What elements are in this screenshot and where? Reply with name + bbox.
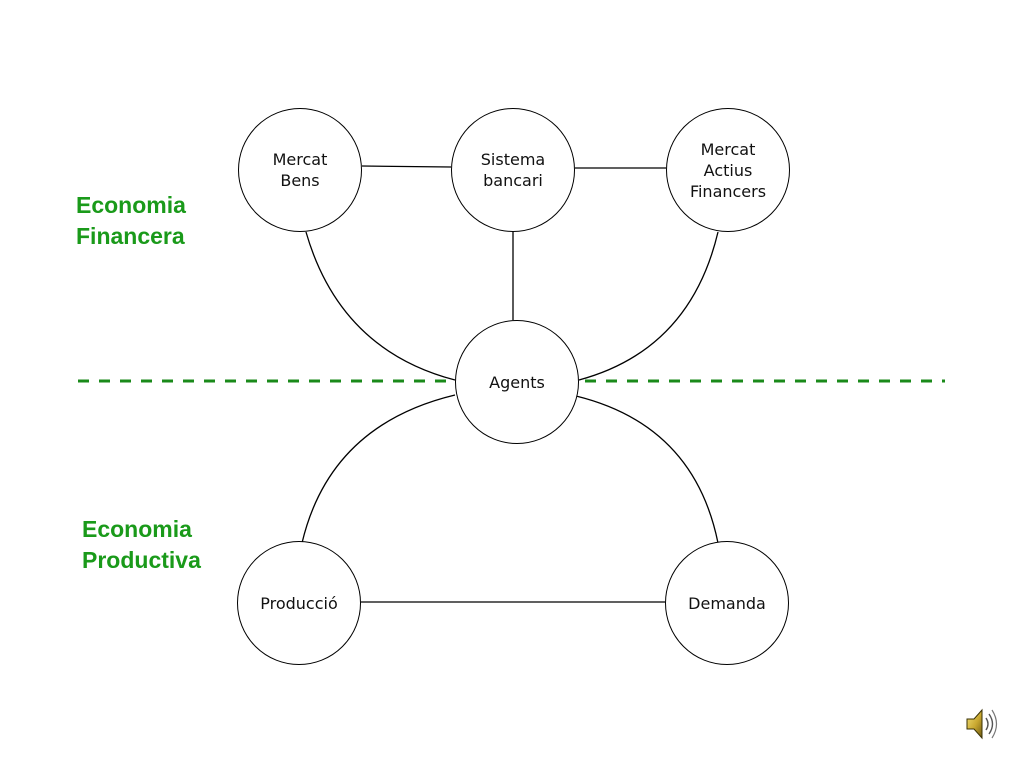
node-label: Producció [260, 593, 338, 613]
node-mercat-bens: Mercat Bens [238, 108, 362, 232]
arc-agents-demanda [575, 395, 719, 544]
node-label: Mercat Bens [272, 150, 328, 190]
section-label-productive-line2: Productiva [82, 547, 201, 573]
node-label: Demanda [688, 593, 766, 613]
section-label-productive-line1: Economia [82, 516, 192, 542]
node-sistema-bancari: Sistema bancari [451, 108, 575, 232]
node-label: Agents [489, 372, 545, 392]
node-mercat-actius-financers: Mercat Actius Financers [666, 108, 790, 232]
node-label: Mercat Actius Financers [689, 139, 767, 201]
speaker-icon[interactable] [964, 705, 1000, 743]
arc-bens-agents [305, 231, 456, 381]
node-demanda: Demanda [665, 541, 789, 665]
arc-actius-agents [578, 231, 719, 381]
link-bens-sistema [361, 165, 452, 168]
node-label: Sistema bancari [480, 150, 546, 190]
node-agents: Agents [455, 320, 579, 444]
arc-agents-produccio [301, 394, 456, 544]
section-label-financial: Economia Financera [76, 190, 186, 252]
section-label-financial-line1: Economia [76, 192, 186, 218]
section-label-financial-line2: Financera [76, 223, 185, 249]
node-produccio: Producció [237, 541, 361, 665]
section-label-productive: Economia Productiva [82, 514, 201, 576]
